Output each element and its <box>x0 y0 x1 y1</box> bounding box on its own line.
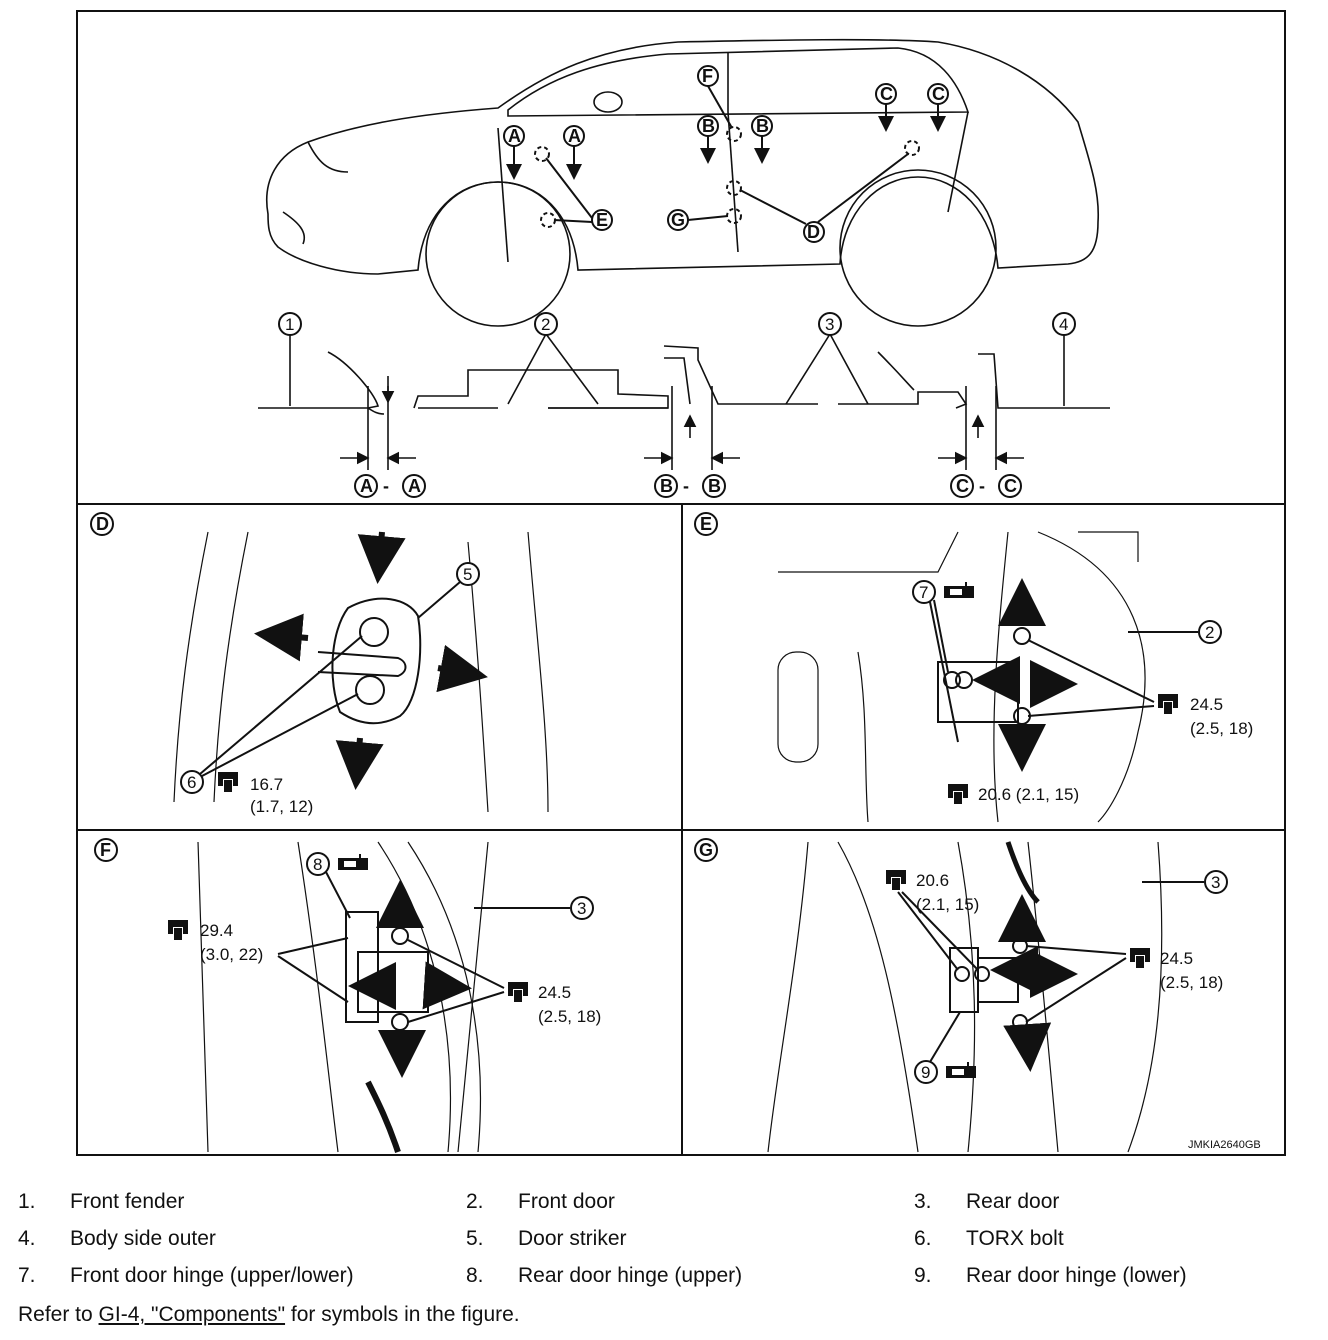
panel-d-door-striker: D 5 6 16.7 (1.7, 12) <box>90 512 549 816</box>
svg-text:-: - <box>383 476 389 496</box>
callouts-sections: 1 2 3 4 <box>278 312 1076 336</box>
svg-text:7: 7 <box>919 583 928 602</box>
svg-text:G: G <box>671 210 685 230</box>
svg-text:A: A <box>508 126 521 146</box>
svg-text:F: F <box>702 66 713 86</box>
legend-row: 4.Body side outer 5.Door striker 6.TORX … <box>18 1227 1064 1250</box>
components-link[interactable]: GI-4, "Components" <box>98 1303 286 1326</box>
section-cut-labels: A - A B - B C - C <box>354 474 1022 498</box>
svg-text:(2.5, 18): (2.5, 18) <box>538 1007 601 1026</box>
svg-text:C: C <box>932 84 945 104</box>
svg-text:24.5: 24.5 <box>1160 949 1193 968</box>
svg-text:(2.1, 15): (2.1, 15) <box>916 895 979 914</box>
svg-text:A: A <box>360 476 373 496</box>
svg-text:A: A <box>568 126 581 146</box>
svg-text:D: D <box>96 514 109 534</box>
svg-text:(3.0, 22): (3.0, 22) <box>200 945 263 964</box>
svg-text:B: B <box>660 476 673 496</box>
legend-row: 7.Front door hinge (upper/lower) 8.Rear … <box>18 1264 1187 1287</box>
panel-e-front-door-hinge: E 7 2 24.5 (2.5, 18) 20.6 (2.1, 15) <box>694 512 1253 823</box>
svg-text:(2.5, 18): (2.5, 18) <box>1190 719 1253 738</box>
svg-text:2: 2 <box>541 315 550 334</box>
note-suffix: for symbols in the figure. <box>285 1303 520 1326</box>
svg-text:3: 3 <box>577 899 586 918</box>
svg-text:6: 6 <box>187 773 196 792</box>
svg-text:(2.5, 18): (2.5, 18) <box>1160 973 1223 992</box>
note-prefix: Refer to <box>18 1303 99 1326</box>
svg-text:3: 3 <box>1211 873 1220 892</box>
svg-text:(1.7, 12): (1.7, 12) <box>250 797 313 816</box>
svg-text:24.5: 24.5 <box>538 983 571 1002</box>
svg-text:E: E <box>596 210 608 230</box>
svg-text:29.4: 29.4 <box>200 921 233 940</box>
car-side-view <box>266 38 1100 327</box>
svg-text:-: - <box>979 476 985 496</box>
svg-text:A: A <box>408 476 421 496</box>
svg-text:24.5: 24.5 <box>1190 695 1223 714</box>
svg-text:20.6: 20.6 <box>916 871 949 890</box>
panel-g-rear-door-hinge-lower: G 20.6 (2.1, 15) 3 24.5 (2.5, 18) 9 <box>694 838 1228 1153</box>
reference-note: Refer to GI-4, "Components" for symbols … <box>18 1303 520 1327</box>
service-diagram: A A B B C C F E G D <box>76 10 1286 1156</box>
svg-text:B: B <box>756 116 769 136</box>
section-markers-car: A A B B C C F E G D <box>503 65 949 243</box>
figure-code: JMKIA2640GB <box>1188 1139 1261 1151</box>
svg-text:B: B <box>702 116 715 136</box>
svg-text:F: F <box>100 840 111 860</box>
legend-row: 1.Front fender 2.Front door 3.Rear door <box>18 1190 1060 1213</box>
svg-text:C: C <box>956 476 969 496</box>
svg-text:D: D <box>807 222 820 242</box>
svg-text:2: 2 <box>1205 623 1214 642</box>
svg-text:E: E <box>700 514 712 534</box>
svg-text:C: C <box>880 84 893 104</box>
svg-text:G: G <box>699 840 713 860</box>
panel-f-rear-door-hinge-upper: F 8 3 29.4 (3.0, 22) 24.5 (2.5, 18) <box>94 838 601 1153</box>
svg-text:8: 8 <box>313 855 322 874</box>
svg-text:9: 9 <box>921 1063 930 1082</box>
svg-text:C: C <box>1004 476 1017 496</box>
svg-text:20.6 (2.1, 15): 20.6 (2.1, 15) <box>978 785 1079 804</box>
svg-text:3: 3 <box>825 315 834 334</box>
svg-text:16.7: 16.7 <box>250 775 283 794</box>
svg-text:4: 4 <box>1059 315 1068 334</box>
cross-sections <box>258 333 1110 470</box>
diagram-canvas: A A B B C C F E G D <box>78 38 1284 1154</box>
svg-text:1: 1 <box>285 315 294 334</box>
svg-text:-: - <box>683 476 689 496</box>
svg-text:B: B <box>708 476 721 496</box>
svg-text:5: 5 <box>463 565 472 584</box>
